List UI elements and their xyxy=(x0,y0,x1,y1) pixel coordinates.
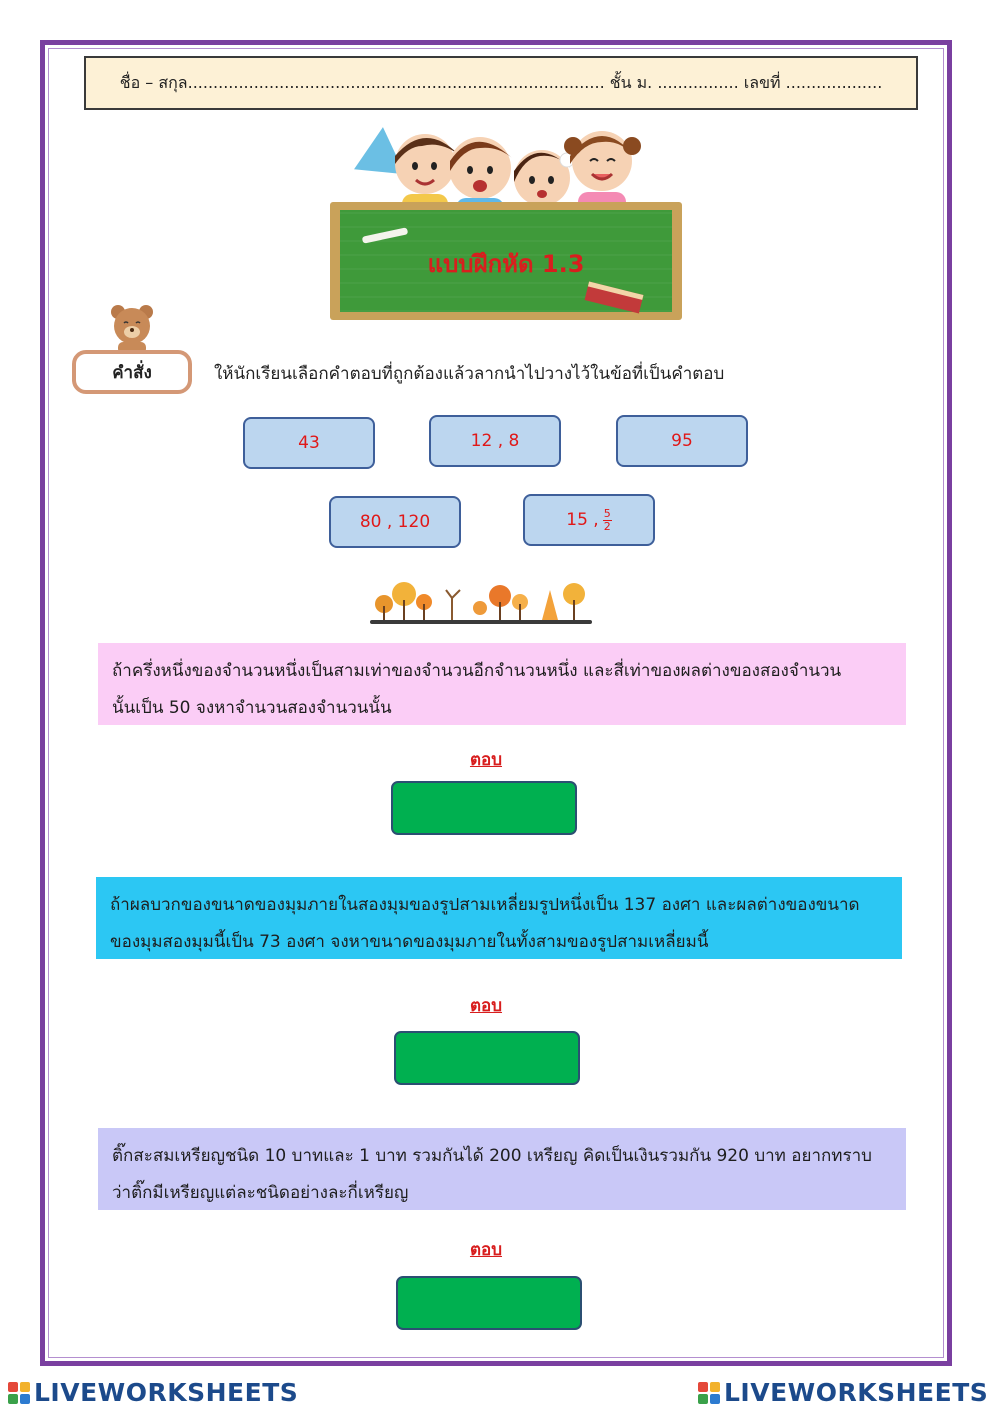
student-info-bar: ชื่อ – สกุล.............................… xyxy=(84,56,918,110)
answer-drop-zone-2[interactable] xyxy=(394,1031,580,1085)
answer-option-1[interactable]: 43 xyxy=(243,417,375,469)
footer-brand-left[interactable]: LIVEWORKSHEETS xyxy=(8,1378,298,1407)
answer-label-2: ตอบ xyxy=(469,996,503,1016)
answer-drop-zone-3[interactable] xyxy=(396,1276,582,1330)
question-2-line-2: ของมุมสองมุมนี้เป็น 73 องศา จงหาขนาดของม… xyxy=(110,932,709,952)
fraction-denominator: 2 xyxy=(603,519,611,533)
option-text: 95 xyxy=(671,431,693,451)
question-3-line-1: ติ๊กสะสมเหรียญชนิด 10 บาทและ 1 บาท รวมกั… xyxy=(112,1146,872,1166)
question-3-line-2: ว่าติ๊กมีเหรียญแต่ละชนิดอย่างละกี่เหรียญ xyxy=(112,1183,409,1203)
answer-option-4[interactable]: 80 , 120 xyxy=(329,496,461,548)
page-frame xyxy=(40,40,952,1366)
header-illustration: แบบฝึกหัด 1.3 xyxy=(330,116,682,322)
fraction-numerator: 5 xyxy=(603,506,611,520)
liveworksheets-logo-icon xyxy=(8,1381,30,1404)
brand-name: LIVEWORKSHEETS xyxy=(34,1378,299,1407)
question-3: ติ๊กสะสมเหรียญชนิด 10 บาทและ 1 บาท รวมกั… xyxy=(98,1128,906,1210)
answer-option-3[interactable]: 95 xyxy=(616,415,748,467)
question-2-line-1: ถ้าผลบวกของขนาดของมุมภายในสองมุมของรูปสา… xyxy=(110,895,860,915)
answer-label-3: ตอบ xyxy=(469,1240,503,1260)
option-text: 80 , 120 xyxy=(359,512,431,532)
bear-icon xyxy=(111,305,153,354)
footer-brand-right[interactable]: LIVEWORKSHEETS xyxy=(698,1378,988,1407)
option-text: 12 , 8 xyxy=(470,431,520,451)
fraction: 5 2 xyxy=(602,506,612,533)
directive-label-text: คำสั่ง xyxy=(112,362,152,383)
question-1-line-1: ถ้าครึ่งหนึ่งของจำนวนหนึ่งเป็นสามเท่าของ… xyxy=(112,661,842,681)
worksheet-title: แบบฝึกหัด 1.3 xyxy=(427,250,585,278)
answer-drop-zone-1[interactable] xyxy=(391,781,577,835)
student-info-text: ชื่อ – สกุล.............................… xyxy=(119,72,883,92)
answer-option-5[interactable]: 15 , 5 2 xyxy=(523,494,655,546)
option-text: 43 xyxy=(298,433,320,453)
liveworksheets-logo-icon xyxy=(698,1381,720,1404)
question-1-line-2: นั้นเป็น 50 จงหาจำนวนสองจำนวนนั้น xyxy=(112,698,392,718)
answer-label-1: ตอบ xyxy=(469,750,503,770)
question-1: ถ้าครึ่งหนึ่งของจำนวนหนึ่งเป็นสามเท่าของ… xyxy=(98,643,906,725)
brand-name: LIVEWORKSHEETS xyxy=(724,1378,989,1407)
question-2: ถ้าผลบวกของขนาดของมุมภายในสองมุมของรูปสา… xyxy=(96,877,902,959)
directive-label: คำสั่ง xyxy=(72,350,192,394)
directive-text: ให้นักเรียนเลือกคำตอบที่ถูกต้องแล้วลากนำ… xyxy=(214,364,725,384)
answer-option-2[interactable]: 12 , 8 xyxy=(429,415,561,467)
option-text: 15 , xyxy=(566,510,599,530)
autumn-trees-decoration xyxy=(370,582,592,624)
